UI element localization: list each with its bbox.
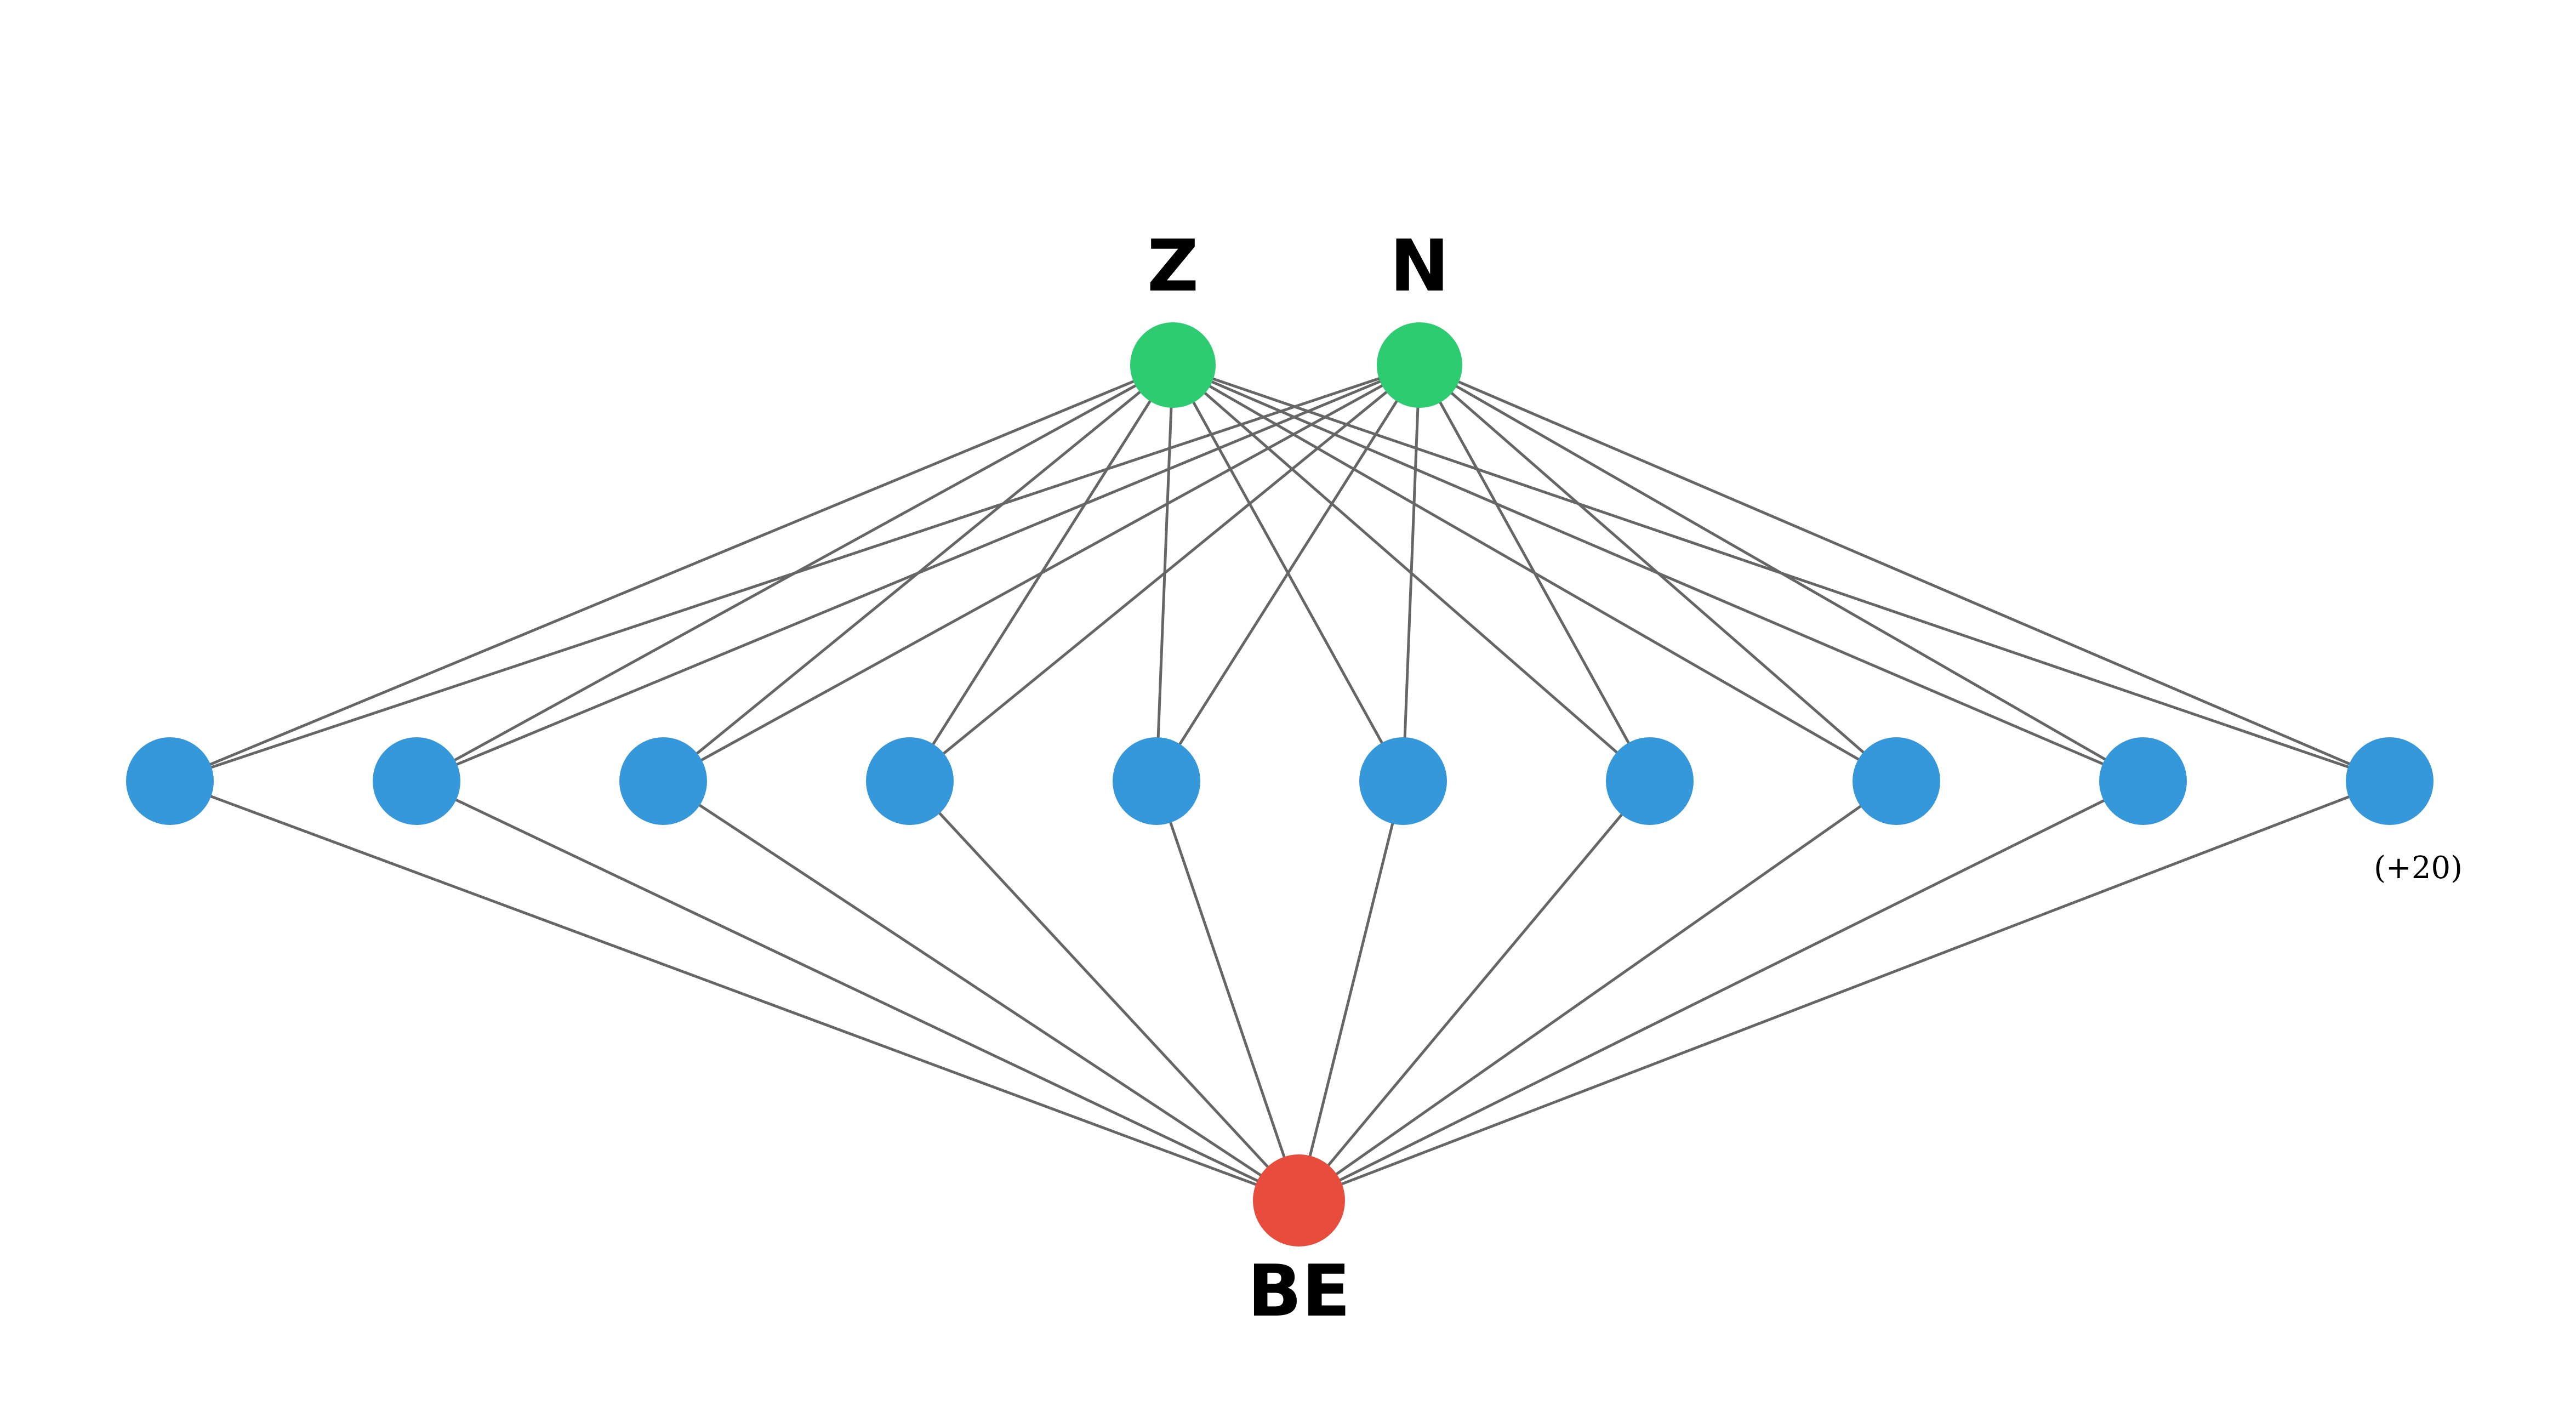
- edge-z-m1: [169, 363, 1173, 783]
- edge-n-m4: [909, 364, 1421, 782]
- middle-node-m4: [866, 737, 954, 825]
- edge-layer: [169, 363, 2390, 1202]
- output-node-be: [1253, 1154, 1345, 1246]
- edge-m1-be: [169, 779, 1300, 1202]
- middle-node-m9: [2099, 737, 2187, 825]
- edge-m7-be: [1298, 780, 1651, 1202]
- middle-node-m5: [1113, 737, 1200, 825]
- edge-m2-be: [415, 779, 1300, 1202]
- middle-node-m6: [1359, 737, 1447, 825]
- edge-n-m3: [662, 363, 1421, 783]
- edge-n-m8: [1418, 364, 1897, 782]
- edge-n-m1: [169, 363, 1420, 783]
- edge-n-m10: [1419, 363, 2390, 783]
- input-label-n: N: [1390, 224, 1450, 308]
- edge-n-m6: [1401, 365, 1421, 782]
- edge-m4-be: [909, 780, 1300, 1202]
- label-layer: Z N BE (+20): [1147, 224, 2463, 1333]
- input-label-z: Z: [1147, 224, 1199, 308]
- input-node-z: [1130, 322, 1216, 408]
- edge-m8-be: [1298, 779, 1897, 1202]
- edge-n-m9: [1418, 363, 2144, 783]
- more-nodes-label: (+20): [2374, 850, 2463, 886]
- edge-m3-be: [662, 779, 1300, 1202]
- edge-n-m2: [416, 363, 1420, 783]
- node-layer: [126, 322, 2433, 1246]
- middle-node-m3: [619, 737, 707, 825]
- middle-node-m2: [373, 737, 460, 825]
- edge-m9-be: [1298, 779, 2144, 1202]
- middle-node-m1: [126, 737, 214, 825]
- edge-m10-be: [1298, 779, 2390, 1202]
- middle-node-m8: [1853, 737, 1940, 825]
- edge-n-m7: [1418, 364, 1651, 782]
- middle-node-m10: [2346, 737, 2433, 825]
- middle-node-m7: [1606, 737, 1694, 825]
- input-node-n: [1377, 322, 1462, 408]
- edge-n-m5: [1155, 364, 1421, 782]
- edge-m5-be: [1155, 781, 1301, 1201]
- output-label-be: BE: [1247, 1249, 1350, 1333]
- edge-m6-be: [1297, 781, 1405, 1201]
